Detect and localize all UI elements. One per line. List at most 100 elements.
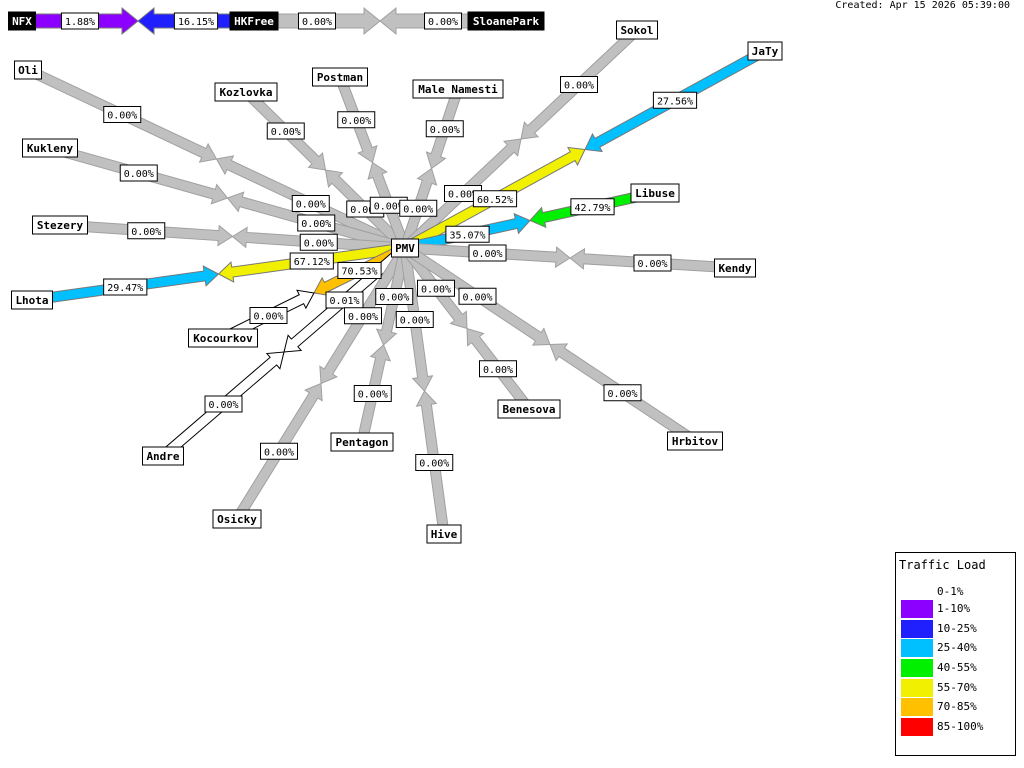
- link-percentage-label: 0.00%: [468, 244, 507, 262]
- link-percentage: 0.00%: [472, 249, 502, 260]
- node-andre[interactable]: Andre: [142, 446, 184, 466]
- node-pentagon[interactable]: Pentagon: [330, 432, 394, 452]
- link-percentage-label: 27.56%: [652, 91, 698, 109]
- node-kukleny[interactable]: Kukleny: [22, 138, 78, 158]
- node-kendy[interactable]: Kendy: [714, 258, 756, 278]
- node-male-namesti[interactable]: Male Namesti: [412, 79, 504, 99]
- legend-label: 70-85%: [937, 700, 977, 713]
- link-percentage: 0.00%: [208, 400, 238, 411]
- legend-swatch: [901, 718, 933, 736]
- link-percentage-label: 0.00%: [204, 395, 243, 413]
- link-percentage-label: 0.00%: [103, 106, 142, 123]
- node-label: Kendy: [718, 262, 751, 275]
- node-label: Kozlovka: [220, 86, 273, 99]
- link-percentage: 1.88%: [65, 17, 95, 28]
- node-label: Kukleny: [27, 142, 74, 155]
- node-label: Osicky: [217, 513, 257, 526]
- link-percentage-label: 0.00%: [119, 164, 158, 182]
- node-jaty[interactable]: JaTy: [747, 41, 783, 61]
- link-percentage-label: 0.00%: [415, 454, 454, 471]
- link-percentage-label: 0.00%: [249, 307, 288, 324]
- legend-item: 25-40%: [901, 639, 1011, 657]
- node-oli[interactable]: Oli: [14, 60, 42, 80]
- node-label: Benesova: [503, 403, 556, 416]
- link-percentage-label: 60.52%: [472, 190, 518, 208]
- node-kozlovka[interactable]: Kozlovka: [214, 82, 278, 102]
- node-lhota[interactable]: Lhota: [11, 290, 53, 310]
- node-label: HKFree: [234, 15, 274, 28]
- node-label: Stezery: [37, 219, 84, 232]
- link-percentage-label: 0.00%: [291, 195, 330, 212]
- node-hive[interactable]: Hive: [426, 524, 462, 544]
- node-label: Andre: [146, 450, 179, 463]
- node-sokol[interactable]: Sokol: [616, 20, 658, 40]
- link-percentage: 16.15%: [178, 17, 214, 28]
- link-percentage: 67.12%: [294, 257, 330, 268]
- link-percentage: 0.00%: [124, 169, 154, 180]
- link-percentage: 0.00%: [302, 17, 332, 28]
- link-percentage: 29.47%: [107, 283, 143, 294]
- link-percentage-label: 0.00%: [260, 442, 298, 460]
- link-percentage-label: 0.00%: [417, 279, 455, 297]
- link-percentage-label: 0.00%: [297, 214, 336, 232]
- link-percentage: 27.56%: [657, 96, 693, 107]
- link-percentage-label: 0.00%: [298, 12, 336, 30]
- node-hrbitov[interactable]: Hrbitov: [667, 431, 723, 451]
- link-percentage: 0.00%: [131, 227, 161, 238]
- node-osicky[interactable]: Osicky: [212, 509, 262, 529]
- legend-item: 40-55%: [901, 659, 1011, 677]
- node-label: Sokol: [620, 24, 653, 37]
- node-hkfree[interactable]: HKFree: [229, 11, 279, 31]
- link-percentage: 0.00%: [483, 365, 513, 376]
- link-percentage: 0.00%: [350, 205, 380, 216]
- node-libuse[interactable]: Libuse: [630, 183, 680, 203]
- link-percentage: 0.00%: [374, 201, 404, 212]
- link-labels: 1.88%16.15%0.00%0.00%0.00%0.00%0.00%0.00…: [61, 12, 698, 471]
- node-label: Lhota: [15, 294, 48, 307]
- node-benesova[interactable]: Benesova: [497, 399, 561, 419]
- node-pmv[interactable]: PMV: [391, 238, 419, 258]
- link-percentage: 0.00%: [400, 316, 430, 327]
- link-percentage: 0.00%: [428, 17, 458, 28]
- legend-swatch: [901, 620, 933, 638]
- node-label: Kocourkov: [193, 332, 253, 345]
- node-stezery[interactable]: Stezery: [32, 215, 88, 235]
- node-label: Hive: [431, 528, 458, 541]
- node-label: Pentagon: [336, 436, 389, 449]
- link-percentage: 0.00%: [253, 312, 283, 323]
- legend-item: 0-1%: [901, 583, 1011, 601]
- node-postman[interactable]: Postman: [312, 67, 368, 87]
- node-kocourkov[interactable]: Kocourkov: [188, 328, 258, 348]
- node-label: NFX: [12, 15, 32, 28]
- link-percentage: 0.00%: [421, 284, 451, 295]
- traffic-load-legend: Traffic Load 0-1%1-10%10-25%25-40%40-55%…: [895, 552, 1016, 756]
- legend-swatch: [901, 659, 933, 677]
- node-label: Postman: [317, 71, 363, 84]
- link-percentage-label: 0.00%: [266, 122, 305, 140]
- link-percentage: 0.00%: [304, 238, 334, 249]
- node-sloanepark[interactable]: SloanePark: [467, 11, 545, 31]
- link-percentage: 0.00%: [348, 312, 378, 323]
- link-percentage: 0.00%: [296, 200, 326, 211]
- node-label: JaTy: [752, 45, 779, 58]
- link-percentage: 0.00%: [379, 293, 409, 304]
- link-percentage-label: 0.00%: [344, 307, 382, 325]
- legend-item: 85-100%: [901, 718, 1011, 736]
- link-percentage-label: 0.00%: [560, 76, 598, 93]
- link-percentage: 70.53%: [341, 267, 377, 278]
- node-label: PMV: [395, 242, 415, 255]
- node-label: Male Namesti: [418, 83, 498, 96]
- link-percentage: 42.79%: [574, 203, 610, 214]
- node-label: Libuse: [635, 187, 675, 200]
- link-percentage: 0.00%: [448, 190, 478, 201]
- link-percentage-label: 0.00%: [633, 254, 672, 272]
- legend-label: 40-55%: [937, 661, 977, 674]
- link-percentage: 0.00%: [107, 111, 137, 122]
- legend-label: 25-40%: [937, 641, 977, 654]
- node-nfx[interactable]: NFX: [8, 11, 36, 31]
- link-percentage-label: 0.00%: [603, 384, 642, 402]
- link-percentage-label: 16.15%: [173, 12, 219, 30]
- legend-label: 10-25%: [937, 622, 977, 635]
- link-percentage-label: 67.12%: [289, 252, 334, 270]
